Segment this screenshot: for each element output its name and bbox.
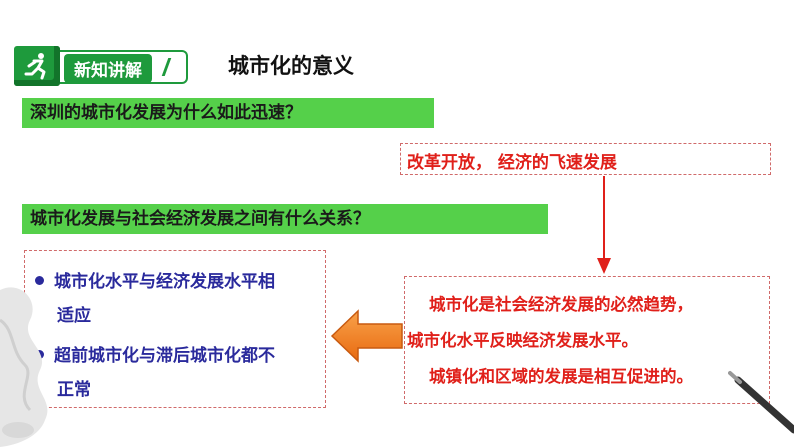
arrow-left-icon: [330, 309, 403, 363]
answer-2-box: 城市化是社会经济发展的必然趋势， 城市化水平反映经济发展水平。 城镇化和区域的发…: [404, 276, 770, 404]
running-person-icon: [24, 53, 46, 80]
answer-1-text: 改革开放， 经济的飞速发展: [407, 153, 617, 173]
point-1: 城市化水平与经济发展水平相: [35, 267, 275, 292]
answer-2-line-1: 城市化是社会经济发展的必然趋势，: [429, 295, 693, 314]
arrow-down-icon: [597, 176, 611, 274]
badge-cube: [14, 46, 60, 86]
point-2: 超前城市化与滞后城市化都不: [35, 341, 275, 366]
question-1: 深圳的城市化发展为什么如此迅速？: [22, 98, 434, 128]
badge-label: 新知讲解: [64, 54, 152, 83]
point-1-line2: 适应: [57, 306, 91, 326]
question-2: 城市化发展与社会经济发展之间有什么关系？: [22, 204, 548, 234]
badge-stripe: [161, 58, 182, 76]
answer-1-box: 改革开放， 经济的飞速发展: [400, 143, 771, 175]
answer-2-line-2: 城市化水平反映经济发展水平。: [407, 331, 638, 350]
point-2-line1: 超前城市化与滞后城市化都不: [54, 346, 275, 366]
section-badge: 新知讲解: [14, 40, 188, 86]
points-box: 城市化水平与经济发展水平相 适应 超前城市化与滞后城市化都不 正常: [24, 250, 326, 408]
page-title: 城市化的意义: [228, 54, 354, 78]
bullet-icon: [35, 275, 44, 285]
point-1-line1: 城市化水平与经济发展水平相: [54, 272, 275, 292]
brush-decoration-icon: [0, 287, 48, 447]
pen-decoration-icon: [728, 371, 794, 434]
point-2-line2: 正常: [57, 380, 91, 400]
answer-2-line-3: 城镇化和区域的发展是相互促进的。: [429, 367, 693, 386]
badge-tab: 新知讲解: [60, 50, 188, 84]
